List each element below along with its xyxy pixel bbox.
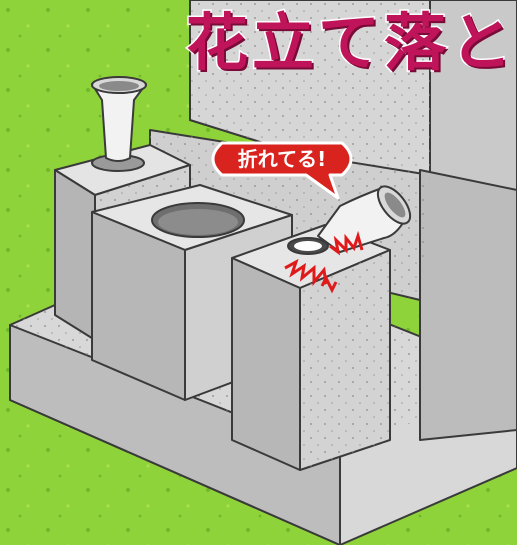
callout-bubble: [211, 141, 353, 200]
broken-vase-icon: [317, 185, 412, 253]
flower-vase-icon: [91, 76, 147, 172]
page-title: 花立て落と: [184, 6, 517, 79]
right-vase-block: [231, 224, 391, 471]
main-stone: [189, 0, 517, 201]
callout-text: 折れてる!: [237, 147, 327, 171]
crack-burst-icon: [284, 230, 364, 294]
